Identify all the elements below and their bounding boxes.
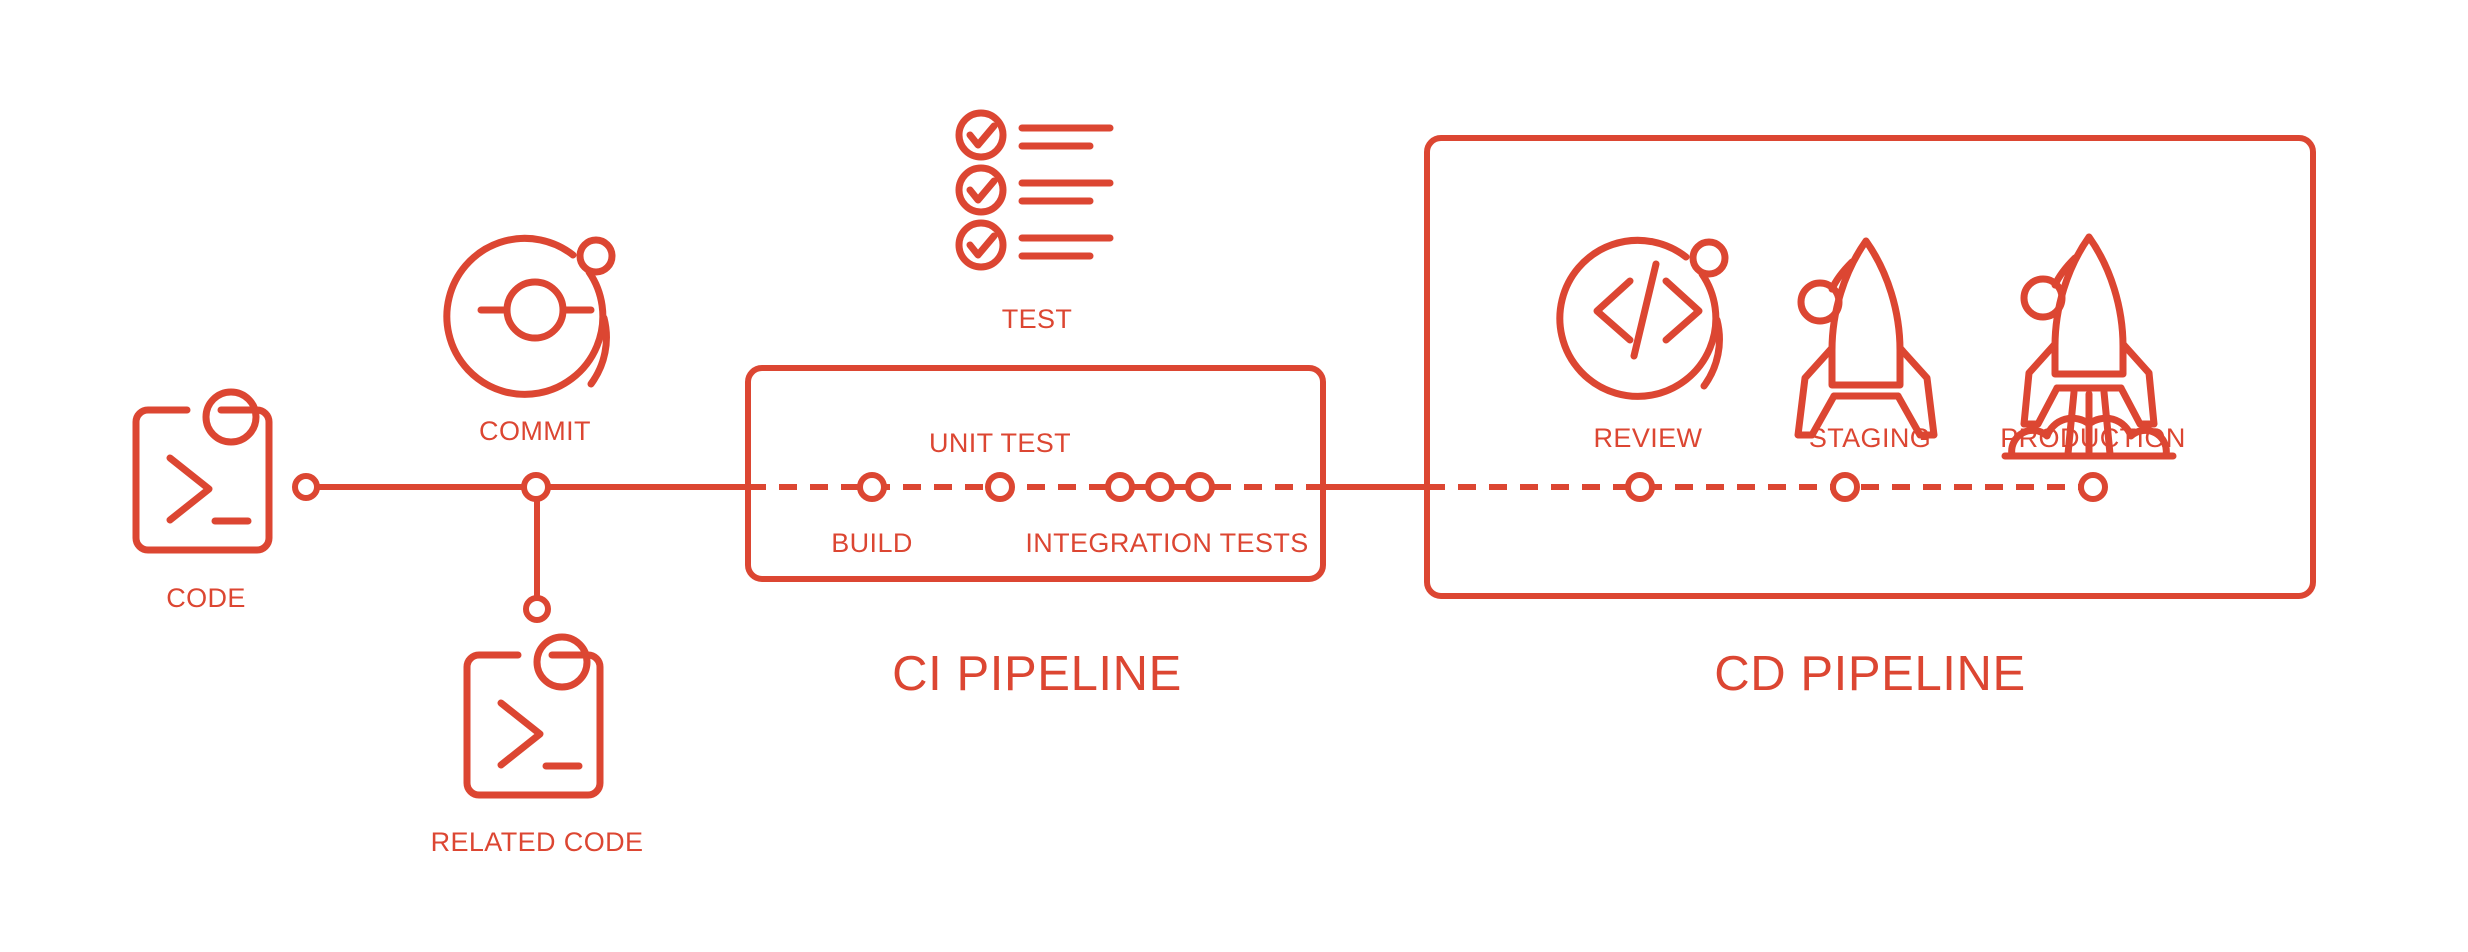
node-staging[interactable] <box>1830 472 1860 502</box>
code-brackets-circle-icon[interactable] <box>1556 236 1729 400</box>
label-test: TEST <box>1002 304 1073 334</box>
label-related-code: RELATED CODE <box>431 827 644 857</box>
node-integration-test-3[interactable] <box>1185 472 1215 502</box>
checklist-icon[interactable] <box>955 109 1114 271</box>
label-integration-tests: INTEGRATION TESTS <box>1025 528 1308 558</box>
label-commit: COMMIT <box>479 416 591 446</box>
node-integration-test-2[interactable] <box>1145 472 1175 502</box>
label-ci-pipeline: CI PIPELINE <box>892 647 1182 701</box>
label-build: BUILD <box>831 528 913 558</box>
rocket-launch-icon[interactable] <box>2001 233 2177 460</box>
label-production: PRODUCTION <box>2000 423 2186 453</box>
label-unit-test: UNIT TEST <box>929 428 1071 458</box>
commit-orbit-icon[interactable] <box>443 234 616 398</box>
label-review: REVIEW <box>1594 423 1703 453</box>
node-unit-test[interactable] <box>985 472 1015 502</box>
check-circle-icon <box>955 164 1007 216</box>
node-commit[interactable] <box>521 472 551 502</box>
node-integration-test-1[interactable] <box>1105 472 1135 502</box>
label-code: CODE <box>166 583 246 613</box>
label-staging: STAGING <box>1809 423 1931 453</box>
check-circle-icon <box>955 219 1007 271</box>
ci-pipeline-box[interactable] <box>745 365 1326 582</box>
label-cd-pipeline: CD PIPELINE <box>1714 647 2026 701</box>
rocket-icon[interactable] <box>1794 237 1938 439</box>
terminal-prompt-icon[interactable] <box>132 388 273 554</box>
node-build[interactable] <box>857 472 887 502</box>
check-circle-icon <box>955 109 1007 161</box>
node-review[interactable] <box>1625 472 1655 502</box>
node-production[interactable] <box>2078 472 2108 502</box>
cd-pipeline-box[interactable] <box>1424 135 2316 599</box>
node-related-code[interactable] <box>523 595 551 623</box>
node-code[interactable] <box>292 473 320 501</box>
terminal-prompt-icon[interactable] <box>463 633 604 799</box>
